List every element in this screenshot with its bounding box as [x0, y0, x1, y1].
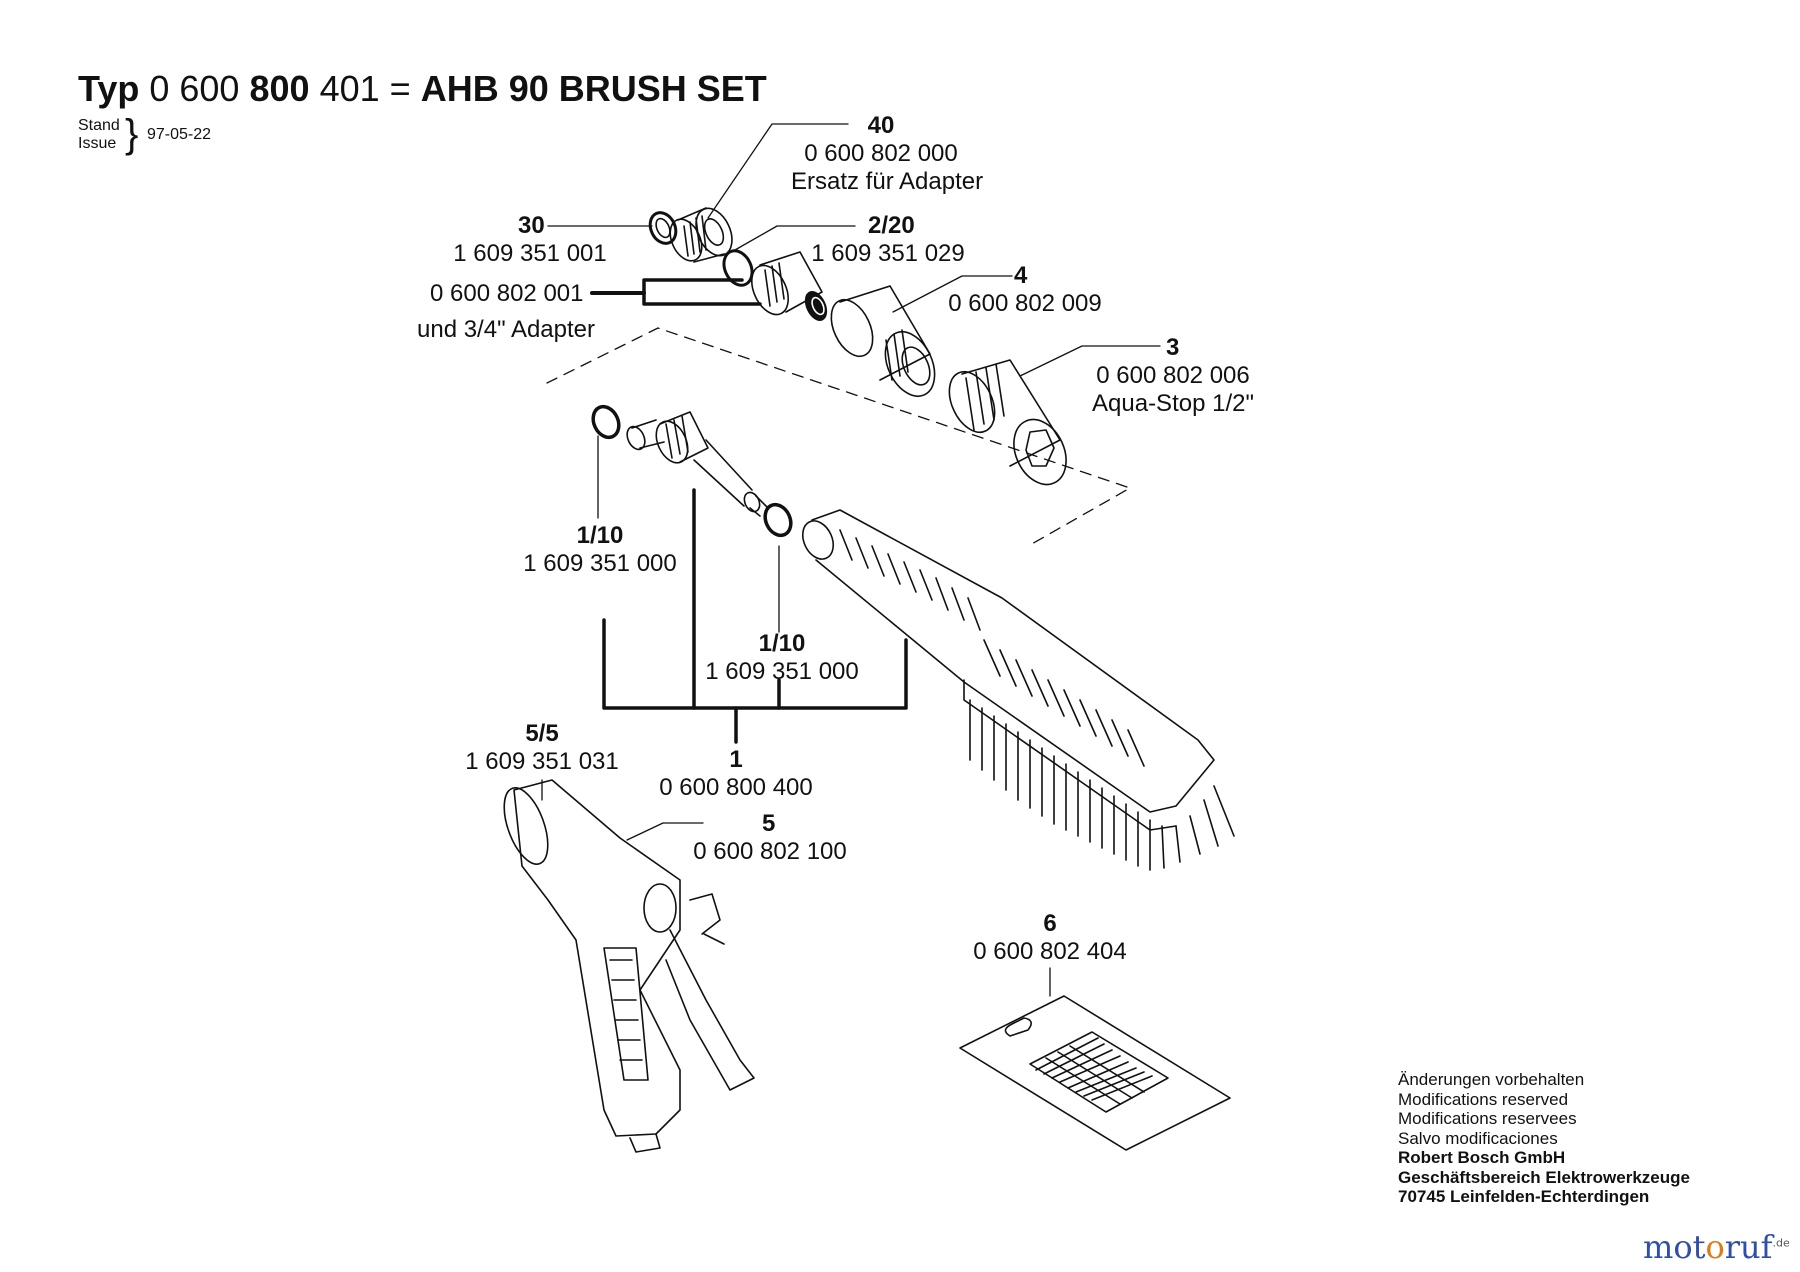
leader-3	[1019, 345, 1161, 377]
watermark-part2: o	[1705, 1228, 1725, 1266]
part-40-number: 40	[867, 112, 895, 139]
leader-lines	[541, 123, 1161, 997]
title-code-part1: 0 600	[149, 68, 240, 109]
footer-line: Salvo modificaciones	[1398, 1128, 1558, 1148]
issue-date: 97-05-22	[147, 126, 212, 143]
assembly-bracket	[602, 488, 908, 744]
part-4-number: 4	[1014, 262, 1028, 289]
part-2-20-number: 2/20	[868, 212, 915, 239]
footer-line: Modifications reserved	[1398, 1089, 1569, 1109]
part-2-20-pn: 1 609 351 029	[811, 240, 965, 267]
part-3-pn: 0 600 802 006	[1096, 362, 1250, 389]
part-3-number: 3	[1166, 334, 1180, 361]
label-part-4: 4 0 600 802 009	[930, 262, 1120, 318]
footer-address: 70745 Leinfelden-Echterdingen	[1398, 1187, 1650, 1206]
leader-40	[707, 123, 849, 219]
part-5-number: 5	[762, 810, 776, 837]
o-ring-1-10-b	[763, 502, 793, 538]
label-part-5: 5 0 600 802 100	[680, 810, 860, 866]
o-ring-2-20	[722, 249, 754, 287]
stand-issue-label: Stand Issue	[78, 117, 120, 153]
watermark-part3: ruf	[1724, 1228, 1773, 1266]
label-part-5-5: 5/5 1 609 351 031	[452, 720, 632, 776]
aqua-stop-3	[948, 359, 1067, 486]
leader-4	[892, 275, 1013, 313]
title-code-part2: 401	[319, 68, 380, 109]
footer-company: Robert Bosch GmbH	[1398, 1148, 1566, 1167]
part-1-10-a-pn: 1 609 351 000	[523, 550, 677, 577]
part-40-pn: 0 600 802 000	[804, 140, 958, 167]
nozzle-tube	[626, 411, 769, 517]
part-5-5-pn: 1 609 351 031	[465, 748, 619, 775]
footer-notice: Änderungen vorbehalten Modifications res…	[1398, 1070, 1690, 1207]
part-5-pn: 0 600 802 100	[693, 838, 847, 865]
adapter-coupling	[751, 251, 828, 321]
issue-label: Issue	[78, 135, 117, 152]
part-30-number: 30	[518, 212, 545, 239]
label-part-1: 1 0 600 800 400	[646, 746, 826, 802]
adapter-group-pn: 0 600 802 001	[430, 280, 584, 307]
label-part-3: 3 0 600 802 006 Aqua-Stop 1/2"	[1078, 334, 1268, 418]
part-40-desc: Ersatz für Adapter	[791, 168, 984, 195]
part-1-10-a-number: 1/10	[576, 522, 624, 549]
adapter-bracket	[590, 278, 762, 306]
label-part-1-10-b: 1/10 1 609 351 000	[692, 630, 872, 686]
o-ring-30	[648, 211, 678, 245]
leader-5	[626, 822, 704, 841]
label-part-6: 6 0 600 802 404	[960, 910, 1140, 966]
title-product: AHB 90 BRUSH SET	[420, 68, 767, 109]
label-part-2-20: 2/20 1 609 351 029	[798, 212, 978, 268]
brace-glyph: }	[125, 112, 139, 156]
footer-division: Geschäftsbereich Elektrowerkzeuge	[1398, 1167, 1690, 1187]
footer-line: Änderungen vorbehalten	[1398, 1070, 1585, 1089]
title-equals: =	[389, 68, 411, 109]
coupling-4	[830, 285, 936, 397]
leader-2-20	[734, 225, 856, 251]
part-4-pn: 0 600 802 009	[948, 290, 1102, 317]
o-ring-1-10-a	[591, 404, 621, 440]
part-5-5-number: 5/5	[525, 720, 559, 747]
adapter-group-desc: und 3/4" Adapter	[417, 316, 595, 343]
watermark-tld: .de	[1772, 1236, 1790, 1250]
stand-label: Stand	[78, 117, 120, 134]
title-typ: Typ	[78, 68, 140, 109]
label-part-40: 40 0 600 802 000 Ersatz für Adapter	[791, 112, 984, 196]
part-1-10-b-pn: 1 609 351 000	[705, 658, 859, 685]
part-6-number: 6	[1043, 910, 1057, 937]
adapter-40	[669, 207, 733, 263]
blister-pack-6	[959, 995, 1231, 1151]
brush-head	[801, 509, 1235, 871]
watermark-part1: mot	[1643, 1228, 1706, 1266]
part-1-10-b-number: 1/10	[758, 630, 806, 657]
label-part-1-10-a: 1/10 1 609 351 000	[510, 522, 690, 578]
part-1-number: 1	[729, 746, 743, 773]
part-30-pn: 1 609 351 001	[453, 240, 607, 267]
label-part-30: 30 1 609 351 001	[430, 212, 630, 268]
part-1-pn: 0 600 800 400	[659, 774, 813, 801]
part-3-desc: Aqua-Stop 1/2"	[1092, 390, 1254, 417]
watermark-logo: motoruf.de	[1643, 1228, 1790, 1266]
footer-line: Modifications reservees	[1398, 1109, 1577, 1128]
part-6-pn: 0 600 802 404	[973, 938, 1127, 965]
dashed-outline	[546, 327, 1131, 546]
page-title: Typ 0 600 800 401 = AHB 90 BRUSH SET	[78, 68, 767, 110]
title-code-bold: 800	[249, 68, 310, 109]
spray-gun	[503, 779, 755, 1153]
